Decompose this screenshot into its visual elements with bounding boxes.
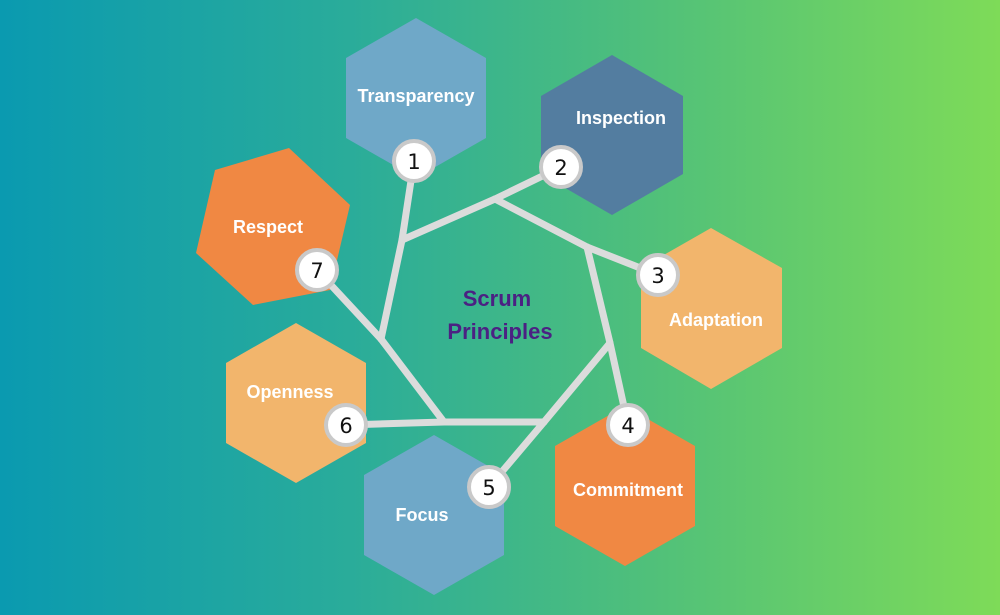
badge-number: 1 bbox=[407, 150, 420, 174]
badge-number: 4 bbox=[621, 414, 634, 438]
hexagon-commitment bbox=[555, 406, 695, 566]
badge-7: 7 bbox=[295, 248, 339, 292]
badge-3: 3 bbox=[636, 253, 680, 297]
badge-4: 4 bbox=[606, 403, 650, 447]
badges: 1 2 3 4 5 6 7 bbox=[295, 139, 680, 509]
hexagon-adaptation bbox=[641, 228, 782, 389]
label-focus: Focus bbox=[395, 505, 448, 525]
badge-5: 5 bbox=[467, 465, 511, 509]
badge-number: 3 bbox=[651, 264, 664, 288]
title-line-1: Scrum bbox=[463, 286, 531, 311]
label-transparency: Transparency bbox=[357, 86, 474, 106]
heptagon-edge bbox=[377, 236, 406, 343]
labels: Transparency Inspection Adaptation Commi… bbox=[233, 86, 763, 525]
heptagon-edge bbox=[540, 339, 614, 426]
badge-2: 2 bbox=[539, 145, 583, 189]
hexagon-inspection bbox=[541, 55, 683, 215]
label-respect: Respect bbox=[233, 217, 303, 237]
hexagons bbox=[196, 18, 782, 595]
label-commitment: Commitment bbox=[573, 480, 683, 500]
label-openness: Openness bbox=[246, 382, 333, 402]
badge-number: 6 bbox=[339, 414, 352, 438]
hexagon-transparency bbox=[346, 18, 486, 178]
label-adaptation: Adaptation bbox=[669, 310, 763, 330]
badge-1: 1 bbox=[392, 139, 436, 183]
title-line-2: Principles bbox=[447, 319, 552, 344]
badge-number: 7 bbox=[310, 259, 323, 283]
badge-number: 2 bbox=[554, 156, 567, 180]
badge-6: 6 bbox=[324, 403, 368, 447]
heptagon-edge bbox=[491, 195, 591, 251]
heptagon-edge bbox=[583, 243, 614, 347]
hexagon-focus bbox=[364, 435, 504, 595]
heptagon-edge bbox=[398, 195, 499, 244]
heptagon-edge bbox=[377, 335, 448, 426]
badge-number: 5 bbox=[482, 476, 495, 500]
center-title: Scrum Principles bbox=[447, 286, 552, 344]
label-inspection: Inspection bbox=[576, 108, 666, 128]
hexagon-openness bbox=[226, 323, 366, 483]
